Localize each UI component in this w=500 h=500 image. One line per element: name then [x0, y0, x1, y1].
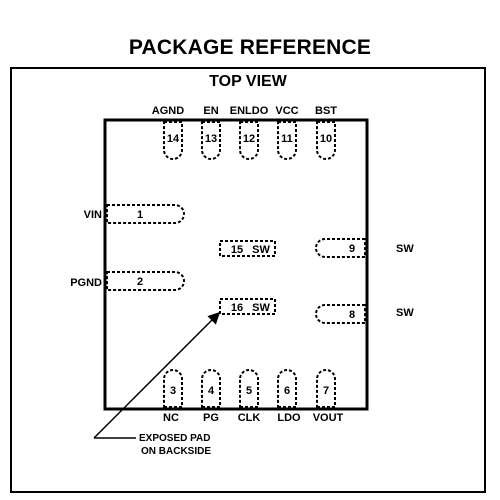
pin-label-enldo: ENLDO — [230, 105, 269, 117]
pin-label-sw-8: SW — [396, 307, 414, 319]
pin-number-11: 11 — [281, 133, 293, 145]
pin-label-vout: VOUT — [313, 412, 344, 424]
pin-1 — [106, 204, 185, 224]
right-pins: 9 SW 8 SW — [315, 238, 414, 324]
bottom-pins: 3 NC 4 PG 5 CLK 6 LDO 7 VOUT — [163, 369, 344, 424]
pad-16 — [219, 298, 276, 315]
view-title: TOP VIEW — [209, 73, 287, 90]
pin-label-nc: NC — [163, 412, 179, 424]
pin-label-vin: VIN — [84, 209, 102, 221]
pin-number-8: 8 — [349, 309, 355, 321]
note-line-1: EXPOSED PAD — [139, 433, 211, 444]
pin-number-6: 6 — [284, 385, 290, 397]
pin-label-ldo: LDO — [277, 412, 301, 424]
page-title: PACKAGE REFERENCE — [128, 36, 372, 59]
pin-number-1: 1 — [137, 209, 143, 221]
pin-9 — [315, 238, 366, 258]
pin-11 — [277, 121, 297, 160]
exposed-pad-leader-line — [93, 311, 221, 439]
pin-12 — [239, 121, 259, 160]
pin-number-12: 12 — [243, 133, 255, 145]
left-pins: 1 VIN 2 PGND — [70, 204, 185, 291]
pad-label-sw-15: SW — [252, 244, 270, 256]
pin-13 — [201, 121, 221, 160]
pin-label-pgnd: PGND — [70, 277, 102, 289]
pin-7 — [316, 369, 336, 408]
pin-number-4: 4 — [208, 385, 215, 397]
pin-4 — [201, 369, 221, 408]
pin-14 — [163, 121, 183, 160]
pin-number-9: 9 — [349, 243, 355, 255]
pin-number-2: 2 — [137, 276, 143, 288]
diagram-frame — [10, 67, 486, 493]
pad-15 — [219, 240, 276, 257]
pin-number-3: 3 — [170, 385, 176, 397]
pin-10 — [316, 121, 336, 160]
note-line-2: ON BACKSIDE — [141, 446, 211, 457]
pin-label-clk: CLK — [238, 412, 261, 424]
pad-number-15: 15 — [231, 244, 243, 256]
pin-label-sw-9: SW — [396, 243, 414, 255]
pin-number-14: 14 — [167, 133, 180, 145]
pin-3 — [163, 369, 183, 408]
exposed-pads: 15 SW 16 SW — [219, 240, 276, 315]
pad-label-sw-16: SW — [252, 302, 270, 314]
pad-number-16: 16 — [231, 302, 243, 314]
pin-label-bst: BST — [315, 105, 337, 117]
pin-number-7: 7 — [323, 385, 329, 397]
pin-2 — [106, 271, 185, 291]
pin-label-pg: PG — [203, 412, 219, 424]
pin-label-en: EN — [203, 105, 218, 117]
pin-number-10: 10 — [320, 133, 332, 145]
pin-number-5: 5 — [246, 385, 252, 397]
pin-5 — [239, 369, 259, 408]
pin-number-13: 13 — [205, 133, 217, 145]
pin-label-agnd: AGND — [152, 105, 184, 117]
top-pins: 14 AGND 13 EN 12 ENLDO 11 VCC 10 BST — [152, 105, 337, 160]
pin-8 — [315, 304, 366, 324]
pin-6 — [277, 369, 297, 408]
pin-label-vcc: VCC — [275, 105, 298, 117]
package-body — [103, 118, 369, 411]
